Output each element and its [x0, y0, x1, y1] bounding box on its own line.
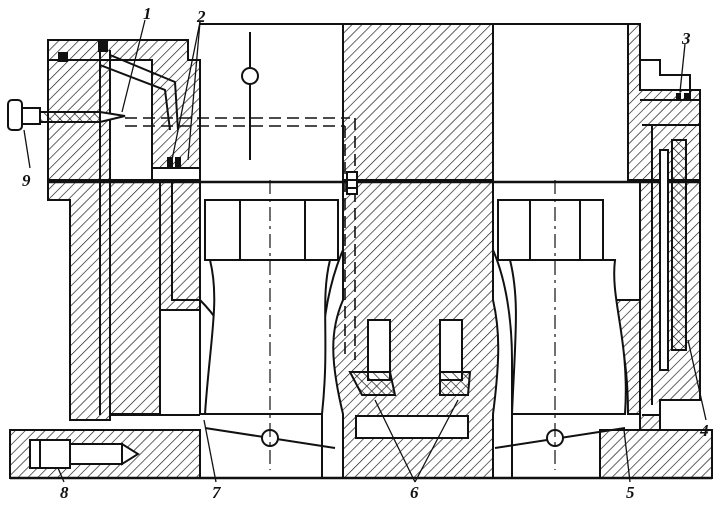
label-8: 8 [60, 483, 69, 502]
label-3: 3 [681, 29, 691, 48]
choke-valve [241, 32, 259, 160]
float-seals [676, 93, 689, 101]
label-9: 9 [22, 171, 31, 190]
leader-lines [23, 19, 707, 483]
throttle-valve-left [204, 180, 336, 470]
fuel-channels [99, 50, 200, 416]
plug-8 [29, 439, 140, 469]
main-jets [348, 319, 472, 439]
adjust-screw-9 [7, 99, 126, 131]
label-1: 1 [143, 4, 152, 23]
callout-labels: 1 2 3 4 5 6 7 8 9 [22, 4, 709, 502]
upper-body [47, 23, 701, 181]
label-4: 4 [699, 421, 709, 440]
label-7: 7 [212, 483, 222, 502]
right-emulsion-tube [642, 124, 700, 416]
label-5: 5 [626, 483, 635, 502]
throttle-valve-right [494, 180, 626, 470]
air-channel-dashed [125, 117, 356, 360]
label-6: 6 [410, 483, 419, 502]
enricher-box [151, 157, 201, 181]
venturi-openings [203, 259, 627, 415]
label-2: 2 [196, 7, 206, 26]
top-gaskets [58, 40, 108, 62]
center-seals [346, 171, 358, 195]
